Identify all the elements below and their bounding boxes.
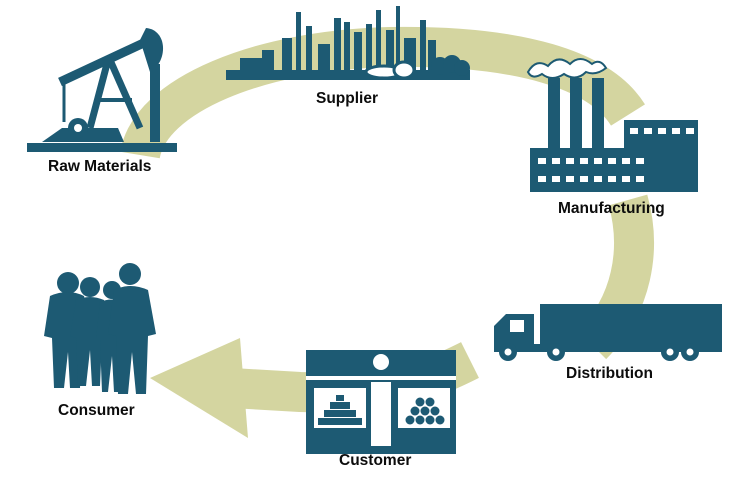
refinery-skyline-icon [226,6,470,80]
semi-truck-icon [494,304,722,361]
storefront-icon [306,350,456,454]
factory-icon [526,58,698,192]
stage-label-consumer: Consumer [58,402,135,419]
oil-pump-icon [27,28,177,152]
stage-label-customer: Customer [339,452,412,469]
people-group-icon [44,263,156,394]
stage-label-raw-materials: Raw Materials [48,158,152,175]
stage-label-distribution: Distribution [566,365,653,382]
stage-label-supplier: Supplier [316,90,379,107]
stage-label-manufacturing: Manufacturing [558,200,665,217]
